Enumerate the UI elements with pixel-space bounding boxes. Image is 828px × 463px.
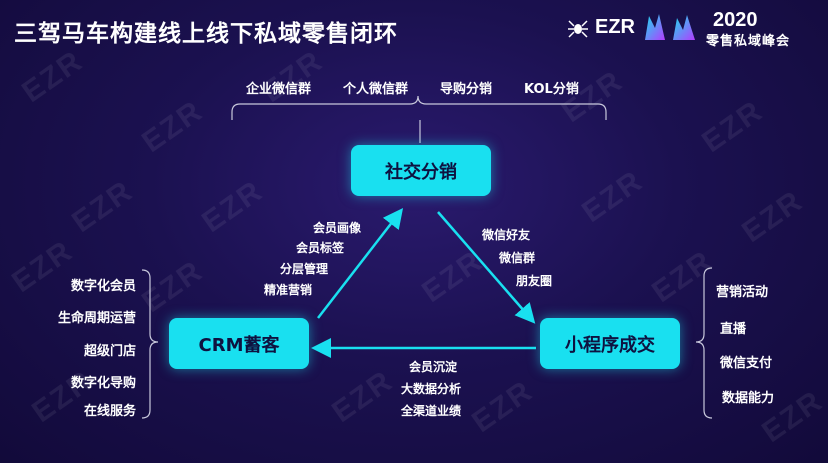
right-brace — [695, 267, 713, 419]
crm-capability: 数字化导购 — [70, 376, 136, 391]
left-brace — [141, 269, 159, 419]
mini-capability: 营销活动 — [716, 285, 769, 300]
edge-label: 微信好友 — [482, 228, 531, 242]
edge-label: 大数据分析 — [401, 382, 462, 396]
crm-capability: 生命周期运营 — [57, 311, 136, 326]
edge-label: 微信群 — [499, 251, 536, 265]
event-name: 零售私域峰会 — [706, 34, 791, 49]
event-year: 2020 — [713, 9, 758, 31]
arrow-social-to-mini — [437, 211, 536, 324]
edge-label: 全渠道业绩 — [401, 404, 462, 418]
crm-capability: 在线服务 — [83, 404, 136, 419]
mini-capability: 数据能力 — [722, 391, 775, 406]
edge-label: 会员标签 — [296, 241, 345, 255]
edge-label: 会员沉淀 — [409, 360, 458, 374]
edge-label: 朋友圈 — [516, 274, 553, 288]
fire-wordmark-icon — [645, 14, 695, 40]
arrow-crm-to-social — [317, 208, 404, 319]
mini-capability: 直播 — [720, 322, 747, 337]
node-mini-program: 小程序成交 — [540, 318, 680, 369]
top-brace — [231, 95, 607, 120]
crm-capability: 超级门店 — [83, 344, 136, 359]
edge-label: 精准营销 — [264, 283, 313, 297]
mini-capability: 微信支付 — [720, 356, 773, 371]
channel-label: 个人微信群 — [343, 82, 409, 97]
brand-name: EZR — [595, 16, 635, 38]
edge-label: 会员画像 — [313, 221, 362, 235]
edge-label: 分层管理 — [280, 262, 329, 276]
brand-logo: EZR — [567, 16, 635, 39]
crm-capability: 数字化会员 — [70, 279, 136, 294]
spider-logo-icon — [568, 19, 588, 38]
page-title: 三驾马车构建线上线下私域零售闭环 — [14, 21, 398, 47]
channel-label: 企业微信群 — [246, 82, 312, 97]
node-crm: CRM蓄客 — [169, 318, 309, 369]
channel-label: KOL分销 — [524, 82, 579, 97]
channel-label: 导购分销 — [440, 82, 493, 97]
node-social-distribution: 社交分销 — [351, 145, 491, 196]
